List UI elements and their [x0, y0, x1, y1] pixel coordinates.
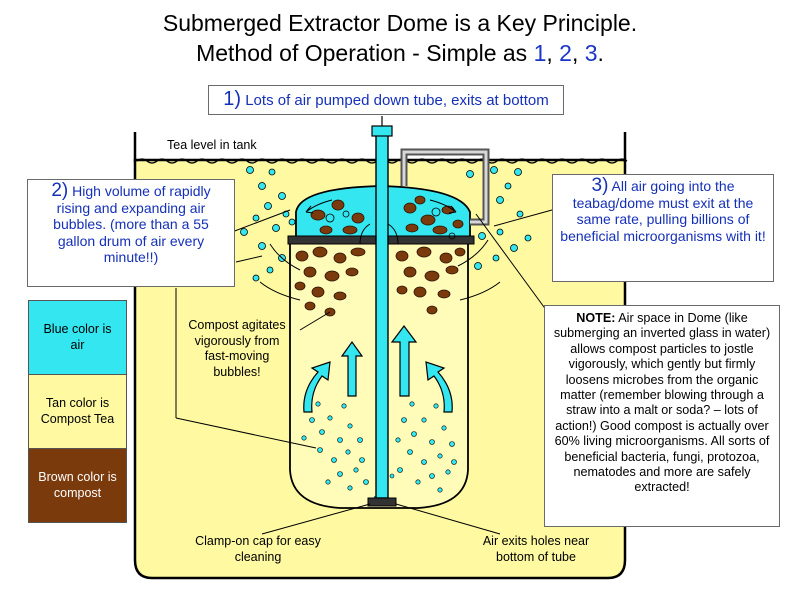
leader-lines	[175, 209, 553, 535]
step-2-text: High volume of rapidly rising and expand…	[53, 183, 211, 265]
flow-curves	[259, 199, 501, 301]
title-num-1: 1	[533, 40, 547, 66]
step-1-text: Lots of air pumped down tube, exits at b…	[241, 92, 549, 109]
legend-air: Blue color is air	[28, 300, 127, 375]
title-num-2: 2	[559, 40, 572, 66]
air-tube	[375, 131, 389, 499]
step-1-callout: 1) Lots of air pumped down tube, exits a…	[208, 85, 564, 115]
escaping-air-bubbles	[240, 166, 532, 282]
air-tube-inlet	[371, 125, 393, 137]
legend-compost: Brown color is compost	[28, 448, 127, 523]
rising-bubbles	[301, 401, 457, 501]
note-label: NOTE:	[576, 311, 616, 325]
title-sep-1: ,	[546, 40, 560, 66]
title-line-2-prefix: Method of Operation - Simple as	[196, 40, 534, 66]
legend-tea: Tan color is Compost Tea	[28, 374, 127, 449]
note-text: Air space in Dome (like submerging an in…	[553, 311, 771, 495]
clamp-cap-label: Clamp-on cap for easy cleaning	[195, 534, 321, 564]
title-line-1: Submerged Extractor Dome is a Key Princi…	[162, 10, 638, 36]
step-2-callout: 2) High volume of rapidly rising and exp…	[27, 179, 235, 287]
title-line-2: Method of Operation - Simple as 1, 2, 3.	[0, 38, 800, 68]
title-num-3: 3	[584, 40, 598, 66]
compost-chunks	[294, 195, 466, 317]
air-exit-holes-label: Air exits holes near bottom of tube	[482, 534, 590, 564]
upward-flow-arrows	[303, 325, 453, 413]
dome-bubbles	[325, 207, 456, 240]
step-2-number: 2)	[51, 180, 69, 201]
step-1-number: 1)	[223, 88, 242, 110]
clamp-cap	[367, 497, 397, 507]
note-box: NOTE: Air space in Dome (like submerging…	[544, 305, 780, 527]
title-sep-2: ,	[571, 40, 585, 66]
compost-agitates-label: Compost agitates vigorously from fast-mo…	[188, 318, 286, 379]
title-end: .	[597, 40, 604, 66]
step-3-callout: 3) All air going into the teabag/dome mu…	[552, 174, 774, 282]
step-3-text: All air going into the teabag/dome must …	[560, 178, 766, 244]
tea-level-label: Tea level in tank	[167, 138, 257, 152]
step-3-number: 3)	[591, 175, 609, 196]
